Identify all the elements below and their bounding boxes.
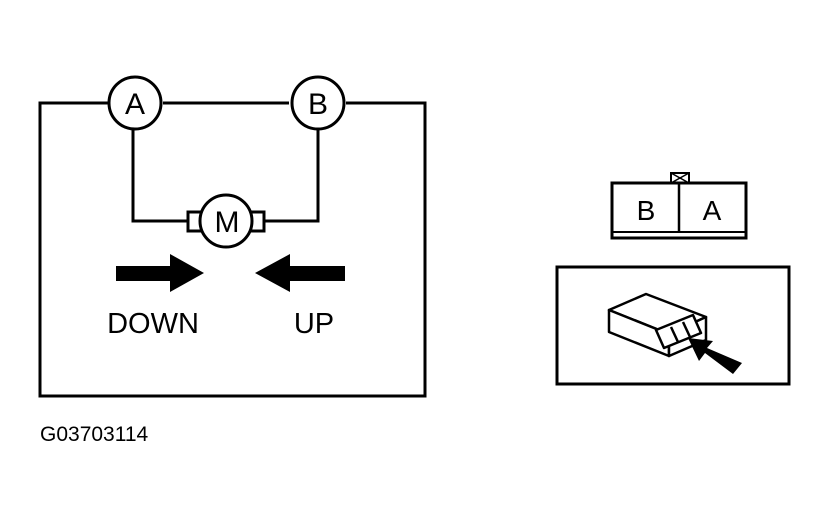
outer-wire-loop: [38, 101, 427, 398]
terminal-b: B: [290, 75, 346, 131]
circuit-diagram: [38, 101, 427, 398]
motor-label: M: [215, 206, 240, 239]
switch-block-icon: [607, 292, 708, 358]
wire-a-to-motor: [131, 130, 188, 223]
terminal-a-label: A: [125, 88, 145, 121]
figure-code: G03703114: [40, 423, 149, 446]
wire-b-to-motor: [262, 130, 320, 223]
connector-locator-inset: [555, 265, 791, 386]
terminal-b-label: B: [308, 88, 328, 121]
down-label: DOWN: [107, 308, 199, 340]
motor: M: [186, 193, 266, 249]
pointer-arrow-icon: [688, 338, 742, 374]
down-arrow-icon: [116, 254, 204, 292]
connector-pin-b-label: B: [637, 195, 656, 226]
terminal-a: A: [107, 75, 163, 131]
connector-face: B A: [610, 172, 748, 240]
up-label: UP: [294, 308, 334, 340]
connector-pin-a-label: A: [703, 195, 722, 226]
up-arrow-icon: [255, 254, 345, 292]
